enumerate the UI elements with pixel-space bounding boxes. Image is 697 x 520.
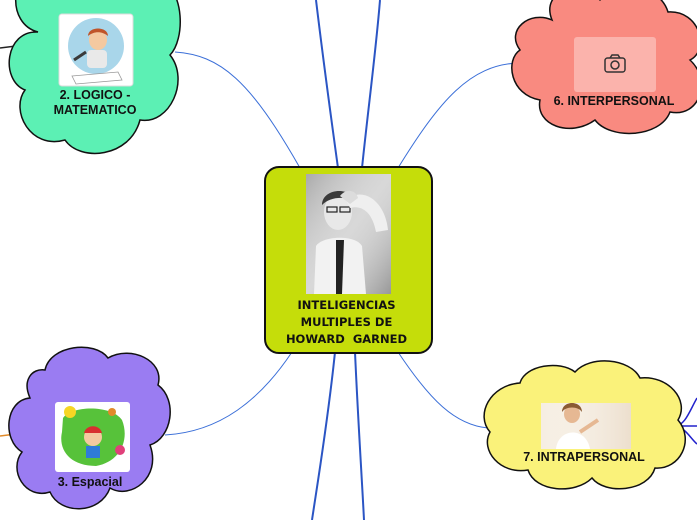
connector-bottom-right [354,351,365,520]
connector-intrapersonal [397,351,489,429]
connector-logico [174,51,301,169]
interpersonal-label: 6. INTERPERSONAL [553,94,675,108]
central-title-line-2: MULTIPLES DE [300,315,393,329]
central-title: INTELIGENCIAS MULTIPLES DE HOWARD GARNED [270,297,423,348]
camera-icon [604,54,626,73]
connectors [164,51,519,436]
intrapersonal-image [541,403,631,449]
connector-bottom-left [311,351,336,520]
logico-label-line-2: MATEMATICO [53,103,137,117]
logico-image [58,13,134,87]
logico-label: 2. LOGICO - MATEMATICO [30,88,160,118]
connector-top-right [361,0,381,169]
logico-label-line-1: 2. LOGICO - [59,88,131,102]
espacial-image [55,402,130,472]
central-title-line-3: HOWARD GARNED [285,332,408,346]
portrait-image [306,174,391,294]
connectors-strong [311,0,381,520]
central-title-line-1: INTELIGENCIAS [297,298,396,312]
connector-espacial [164,351,293,436]
connector-interpersonal [397,62,519,169]
interpersonal-image-placeholder [574,37,656,92]
intrapersonal-label: 7. INTRAPERSONAL [523,450,645,464]
espacial-label: 3. Espacial [57,475,123,489]
connector-top-left [315,0,339,169]
